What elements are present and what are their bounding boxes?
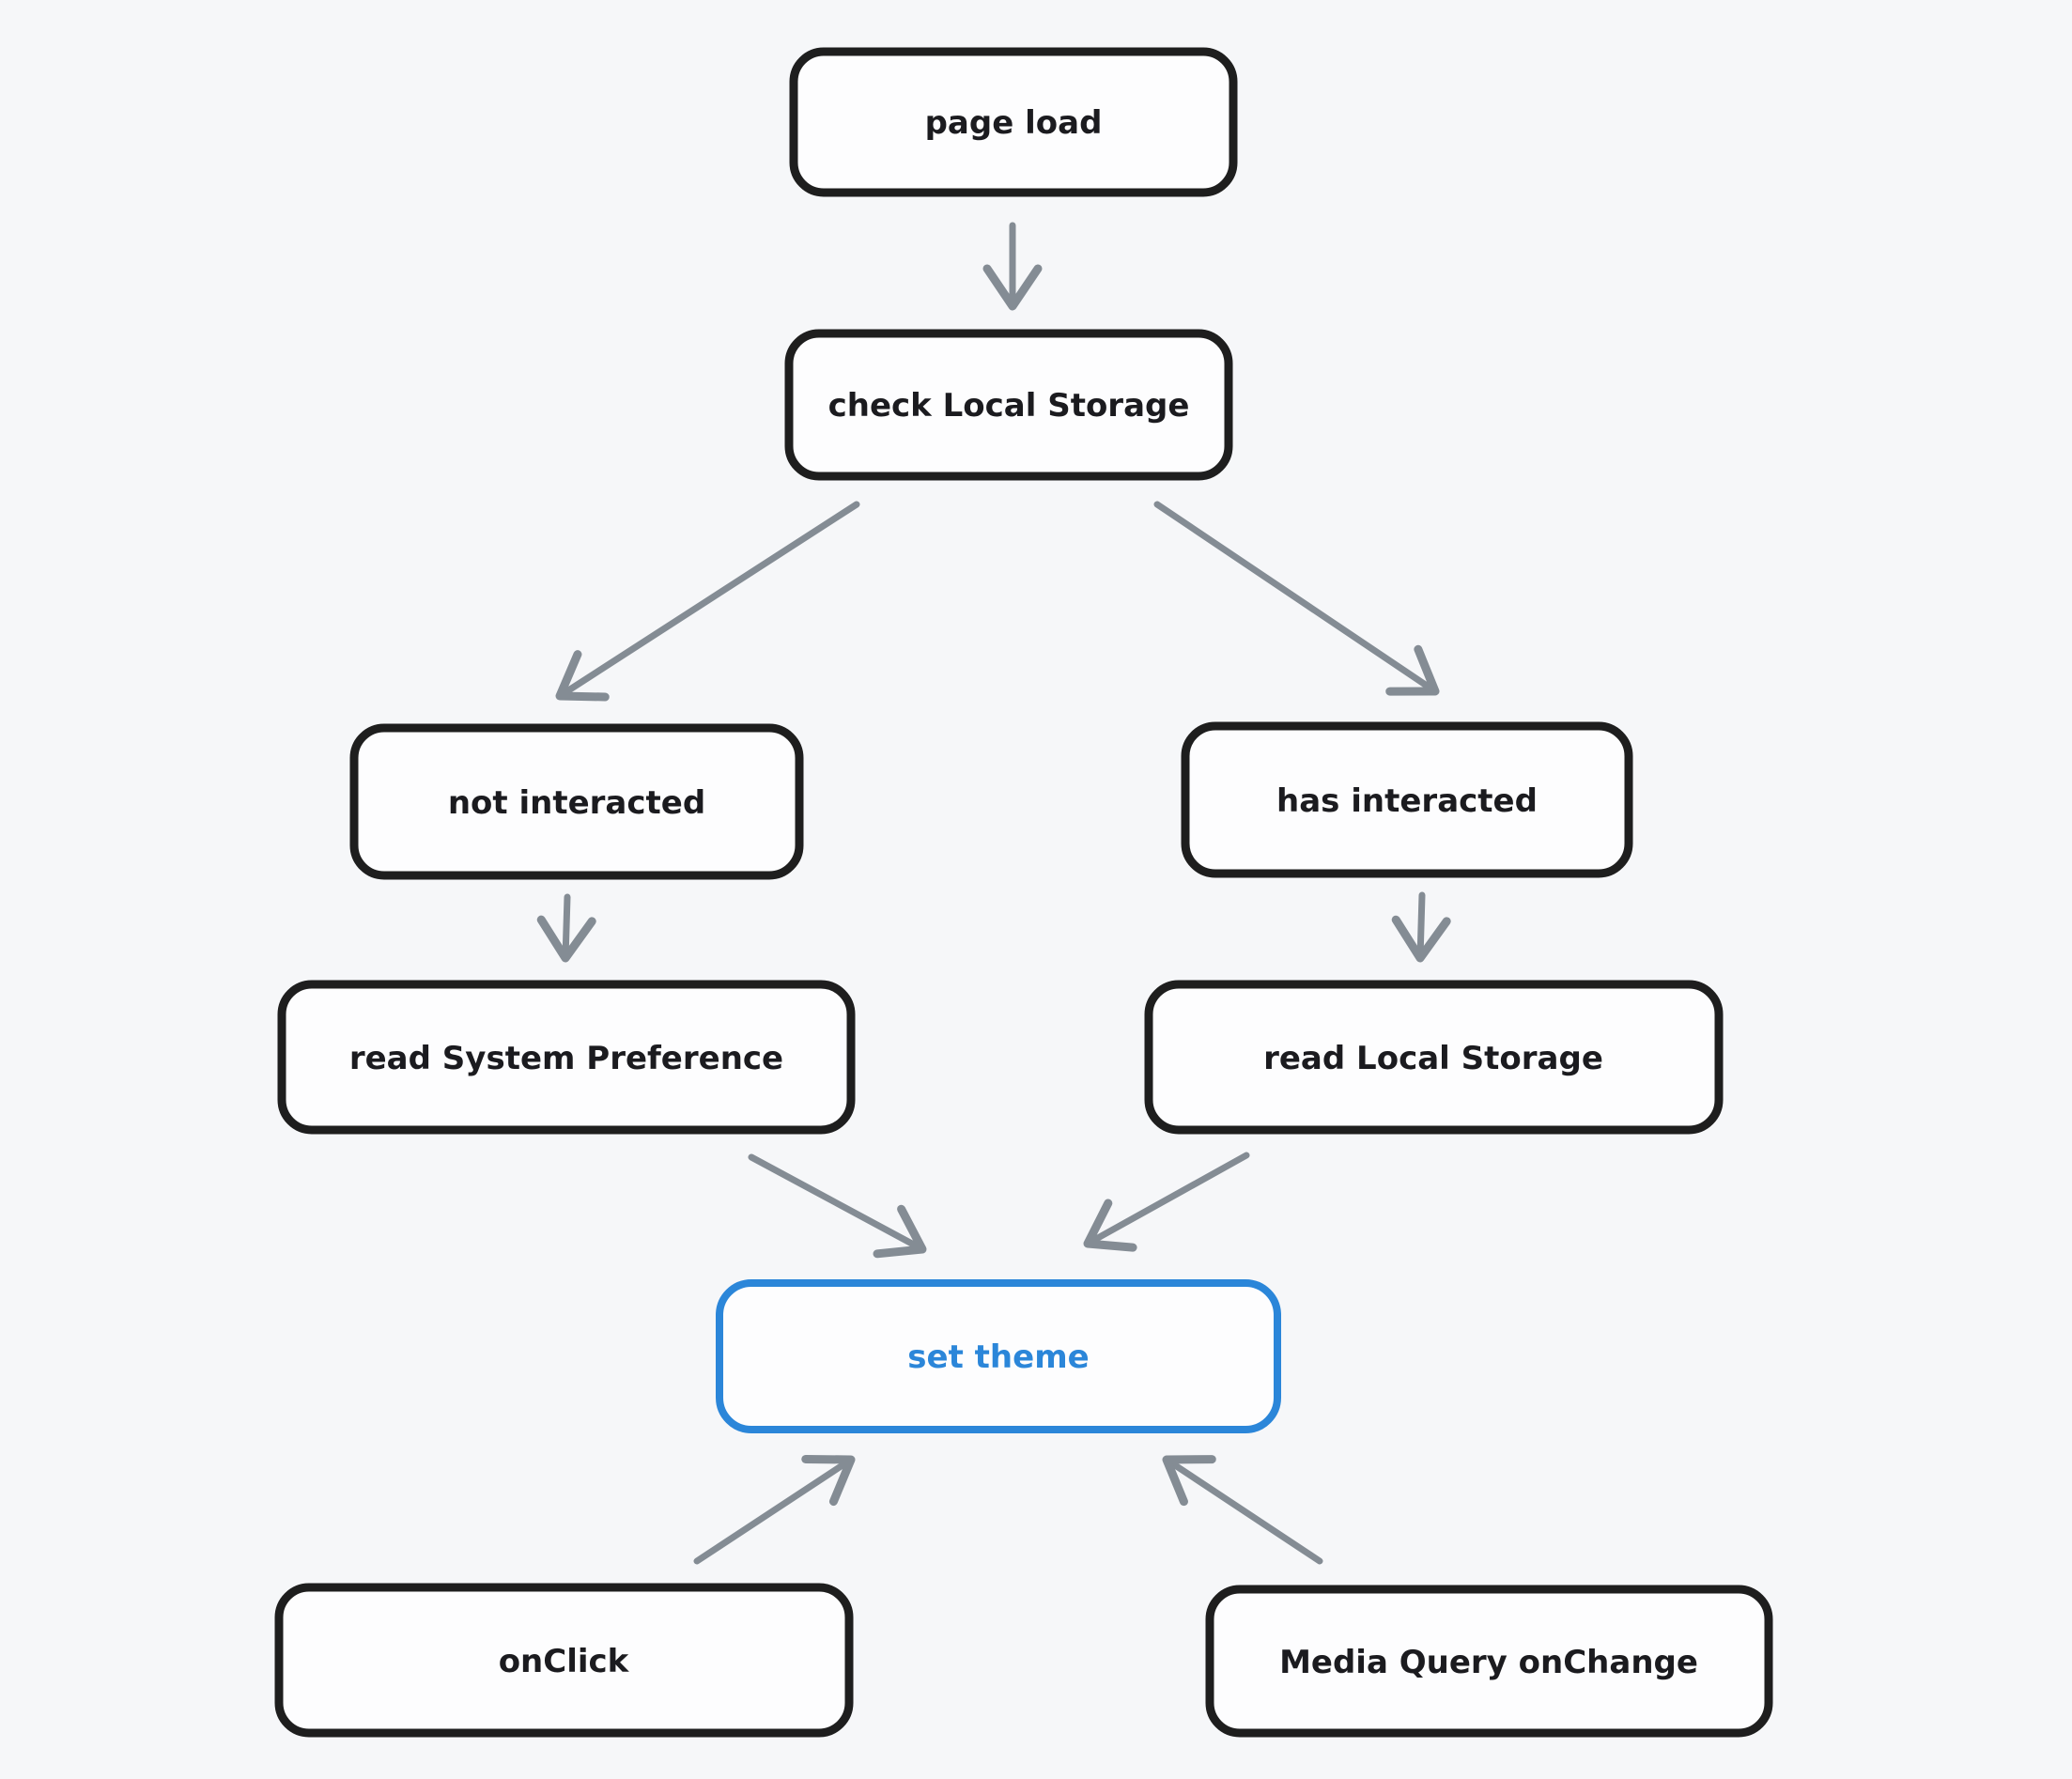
arrow-read-local-storage-to-set-theme[interactable] (1083, 1152, 1250, 1252)
node-read-system-preference[interactable]: read System Preference (277, 980, 856, 1135)
node-read-system-preference-label: read System Preference (349, 1040, 783, 1077)
arrow-not-interacted-to-read-system-preference[interactable] (536, 893, 596, 963)
arrow-check-local-storage-to-has-interacted[interactable] (1153, 501, 1440, 696)
node-check-local-storage[interactable]: check Local Storage (784, 329, 1233, 481)
arrow-has-interacted-to-read-local-storage[interactable] (1391, 891, 1451, 963)
arrow-media-query-onchange-to-set-theme[interactable] (1162, 1455, 1323, 1565)
node-onclick-label: onClick (499, 1643, 630, 1680)
node-read-local-storage[interactable]: read Local Storage (1144, 980, 1724, 1135)
node-has-interacted-label: has interacted (1276, 782, 1538, 820)
node-onclick[interactable]: onClick (274, 1583, 854, 1738)
arrow-check-local-storage-to-not-interacted[interactable] (555, 501, 860, 702)
node-page-load-label: page load (925, 104, 1103, 142)
node-has-interacted[interactable]: has interacted (1181, 721, 1633, 878)
node-media-query-onchange-label: Media Query onChange (1279, 1644, 1698, 1681)
arrow-read-system-preference-to-set-theme[interactable] (748, 1153, 927, 1259)
node-media-query-onchange[interactable]: Media Query onChange (1205, 1585, 1773, 1738)
node-not-interacted[interactable]: not interacted (349, 723, 804, 880)
node-page-load[interactable]: page load (789, 47, 1238, 197)
node-not-interacted-label: not interacted (448, 784, 705, 822)
node-check-local-storage-label: check Local Storage (828, 387, 1190, 425)
arrow-onclick-to-set-theme[interactable] (693, 1454, 856, 1565)
node-set-theme-label: set theme (907, 1338, 1089, 1376)
node-read-local-storage-label: read Local Storage (1263, 1040, 1603, 1077)
node-set-theme[interactable]: set theme (716, 1279, 1281, 1433)
